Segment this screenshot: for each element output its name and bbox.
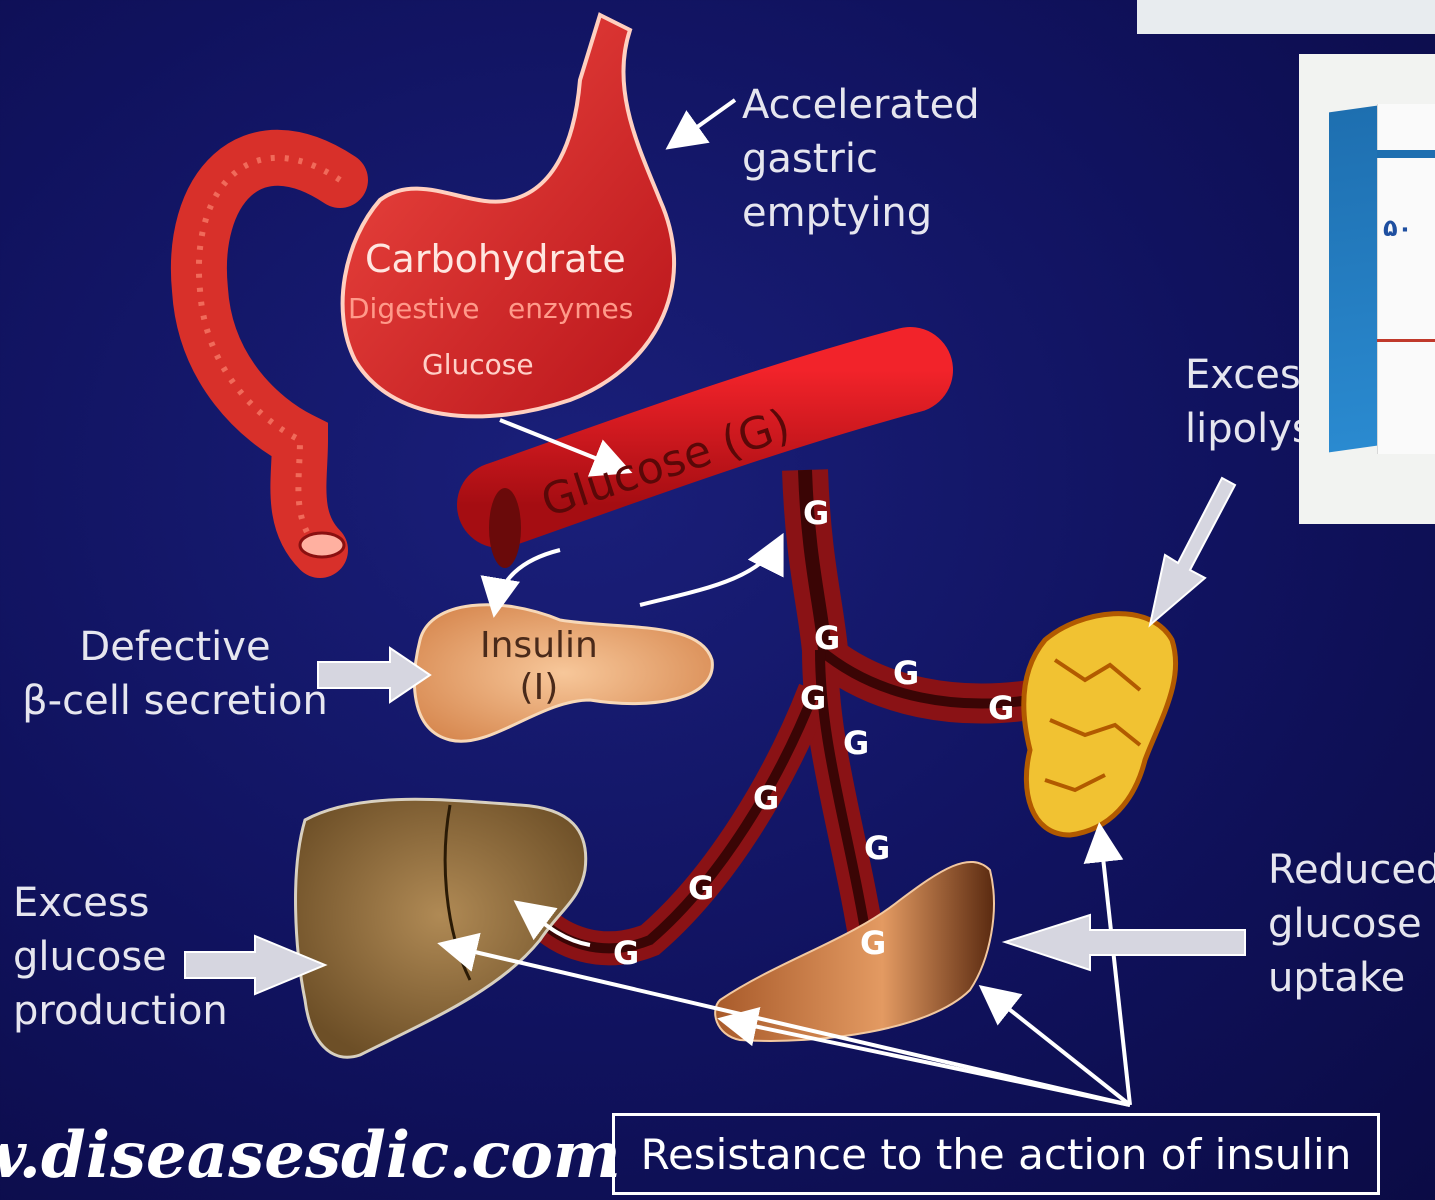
intestine xyxy=(199,158,344,557)
label-beta-cell: Defective β-cell secretion xyxy=(15,620,335,728)
label-gastric-emptying: Accelerated gastric emptying xyxy=(742,78,980,240)
website-watermark: w.diseasesdic.com xyxy=(0,1118,621,1193)
medicine-box-side xyxy=(1329,106,1377,453)
glucose-marker-1: G xyxy=(803,493,829,533)
medicine-box-stripe xyxy=(1377,150,1435,158)
label-reduced-glucose-uptake: Reduced glucose uptake xyxy=(1268,843,1435,1005)
glucose-marker-11: G xyxy=(613,933,639,973)
label-insulin: Insulin (I) xyxy=(480,625,598,709)
label-enzymes: enzymes xyxy=(508,282,633,336)
fat-tissue xyxy=(1024,614,1176,835)
label-carbohydrate: Carbohydrate xyxy=(365,232,626,286)
glucose-marker-6: G xyxy=(860,923,886,963)
liver xyxy=(296,799,586,1057)
medicine-box-red-line xyxy=(1377,339,1435,342)
glucose-marker-9: G xyxy=(753,778,779,818)
label-excess-glucose-production: Excess glucose production xyxy=(13,876,228,1038)
resistance-label-box: Resistance to the action of insulin xyxy=(612,1113,1380,1195)
glucose-marker-8: G xyxy=(988,688,1014,728)
glucose-marker-5: G xyxy=(864,828,890,868)
glucose-marker-3: G xyxy=(800,678,826,718)
medicine-box-dose: ۵۰ xyxy=(1383,214,1412,242)
overlay-card xyxy=(1137,0,1435,34)
glucose-marker-2: G xyxy=(814,618,840,658)
label-digestive: Digestive xyxy=(348,282,479,336)
medicine-box-photo: ۵۰ xyxy=(1299,54,1435,524)
glucose-marker-10: G xyxy=(688,868,714,908)
label-glucose-stomach: Glucose xyxy=(422,338,534,392)
glucose-marker-7: G xyxy=(893,653,919,693)
glucose-marker-4: G xyxy=(843,723,869,763)
